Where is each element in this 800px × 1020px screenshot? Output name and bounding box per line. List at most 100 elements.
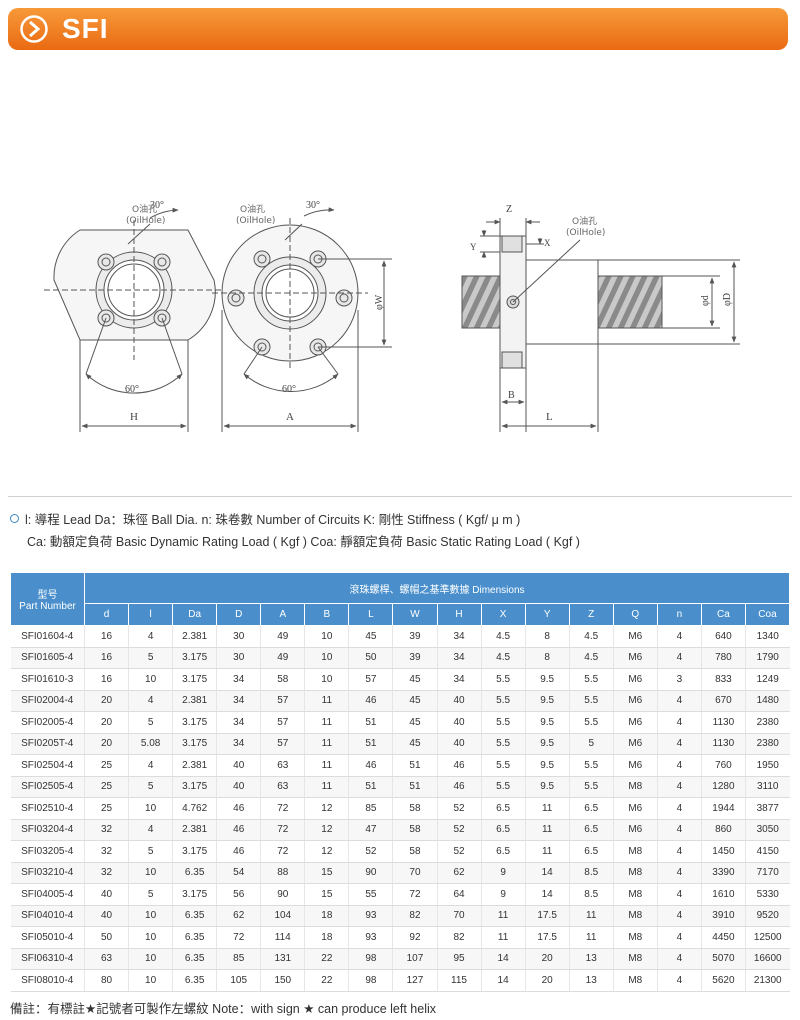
table-cell: 9.5 — [524, 711, 570, 734]
flange-front-view-round — [212, 207, 392, 432]
table-cell: 85 — [216, 948, 261, 970]
table-cell: 57 — [260, 690, 305, 712]
table-cell: 11 — [304, 733, 349, 755]
angle-60-label: 60° — [125, 384, 139, 395]
table-cell: M6 — [612, 797, 658, 820]
table-cell: 34 — [436, 647, 482, 669]
table-cell: 11 — [524, 797, 570, 820]
table-cell: 45 — [348, 625, 393, 648]
dimensions-group-header: 滾珠螺桿、螺帽之基準數據 Dimensions — [84, 572, 790, 604]
table-cell: 51 — [348, 776, 393, 798]
table-cell: 5 — [568, 733, 614, 755]
table-cell: 5070 — [700, 948, 746, 970]
part-number-cell: SFI01605-4 — [10, 647, 85, 669]
table-cell: M8 — [612, 905, 658, 927]
table-cell: 14 — [524, 862, 570, 884]
column-header: Coa — [744, 603, 791, 626]
table-cell: 9.5 — [524, 776, 570, 798]
table-cell: 640 — [700, 625, 746, 648]
table-cell: 88 — [260, 862, 305, 884]
table-cell: 51 — [348, 711, 393, 734]
table-cell: 4 — [656, 862, 702, 884]
table-cell: 9 — [480, 883, 526, 906]
bullet-icon — [10, 514, 19, 523]
dim-d-label: φd — [700, 295, 711, 306]
table-cell: 4.5 — [480, 647, 526, 669]
table-cell: M6 — [612, 754, 658, 777]
table-cell: 10 — [128, 948, 173, 970]
table-cell: 46 — [216, 819, 261, 841]
oil-hole-label-en: (OilHole) — [126, 216, 165, 226]
table-cell: 14 — [524, 883, 570, 906]
table-cell: 5 — [128, 647, 173, 669]
table-cell: 32 — [83, 819, 129, 841]
table-cell: 3390 — [700, 862, 746, 884]
table-cell: 3.175 — [172, 776, 217, 798]
table-cell: 5.5 — [568, 711, 614, 734]
table-cell: 51 — [392, 754, 437, 777]
table-cell: 52 — [436, 819, 482, 841]
table-cell: 98 — [348, 969, 393, 992]
table-cell: 57 — [348, 668, 393, 691]
part-number-cell: SFI02510-4 — [10, 797, 85, 820]
table-cell: 4 — [656, 797, 702, 820]
legend-line-2: Ca: 動額定負荷 Basic Dynamic Rating Load ( Kg… — [27, 535, 580, 549]
column-header: X — [480, 603, 526, 626]
table-cell: 11 — [524, 840, 570, 863]
column-header: B — [304, 603, 350, 626]
table-cell: 20 — [524, 969, 570, 992]
table-cell: 82 — [392, 905, 437, 927]
section-banner: SFI — [8, 8, 788, 50]
table-cell: 90 — [260, 883, 305, 906]
table-cell: 51 — [392, 776, 437, 798]
legend-line-1-text: l: 導程 Lead Da：珠徑 Ball Dia. n: 珠卷數 Number… — [25, 513, 521, 527]
table-cell: 6.35 — [172, 926, 217, 949]
table-cell: 4 — [128, 625, 173, 648]
part-number-cell: SFI01610-3 — [10, 668, 85, 691]
table-cell: 39 — [392, 647, 437, 669]
table-cell: 72 — [216, 926, 261, 949]
table-cell: 72 — [260, 797, 305, 820]
table-cell: 3.175 — [172, 668, 217, 691]
table-cell: 10 — [128, 668, 173, 691]
table-cell: 11 — [524, 819, 570, 841]
table-cell: 15 — [304, 862, 349, 884]
table-cell: M8 — [612, 948, 658, 970]
table-cell: 21300 — [744, 969, 790, 992]
table-cell: 105 — [216, 969, 261, 992]
table-cell: M8 — [612, 926, 658, 949]
table-cell: 10 — [128, 862, 173, 884]
table-cell: 5620 — [700, 969, 746, 992]
table-cell: 54 — [216, 862, 261, 884]
table-cell: 40 — [83, 905, 129, 927]
table-cell: 3877 — [744, 797, 790, 820]
table-cell: 8.5 — [568, 862, 614, 884]
oil-hole-label-cn-2: O油孔 — [240, 203, 265, 215]
table-cell: 3 — [656, 668, 702, 691]
table-cell: 12500 — [744, 926, 790, 949]
table-cell: 107 — [392, 948, 437, 970]
table-cell: 4450 — [700, 926, 746, 949]
table-cell: 72 — [260, 840, 305, 863]
table-cell: 9.5 — [524, 690, 570, 712]
table-cell: 14 — [480, 969, 526, 992]
table-cell: 20 — [83, 690, 129, 712]
column-header: Da — [172, 603, 218, 626]
table-cell: 9.5 — [524, 733, 570, 755]
part-number-header: 型号 Part Number — [10, 572, 85, 626]
dim-y-label: Y — [470, 242, 477, 252]
table-cell: 3.175 — [172, 733, 217, 755]
table-cell: 1280 — [700, 776, 746, 798]
table-cell: 4 — [656, 819, 702, 841]
table-cell: 4 — [656, 733, 702, 755]
table-cell: 2.381 — [172, 625, 217, 648]
column-header: H — [436, 603, 482, 626]
table-cell: 5.5 — [480, 690, 526, 712]
table-cell: 72 — [260, 819, 305, 841]
